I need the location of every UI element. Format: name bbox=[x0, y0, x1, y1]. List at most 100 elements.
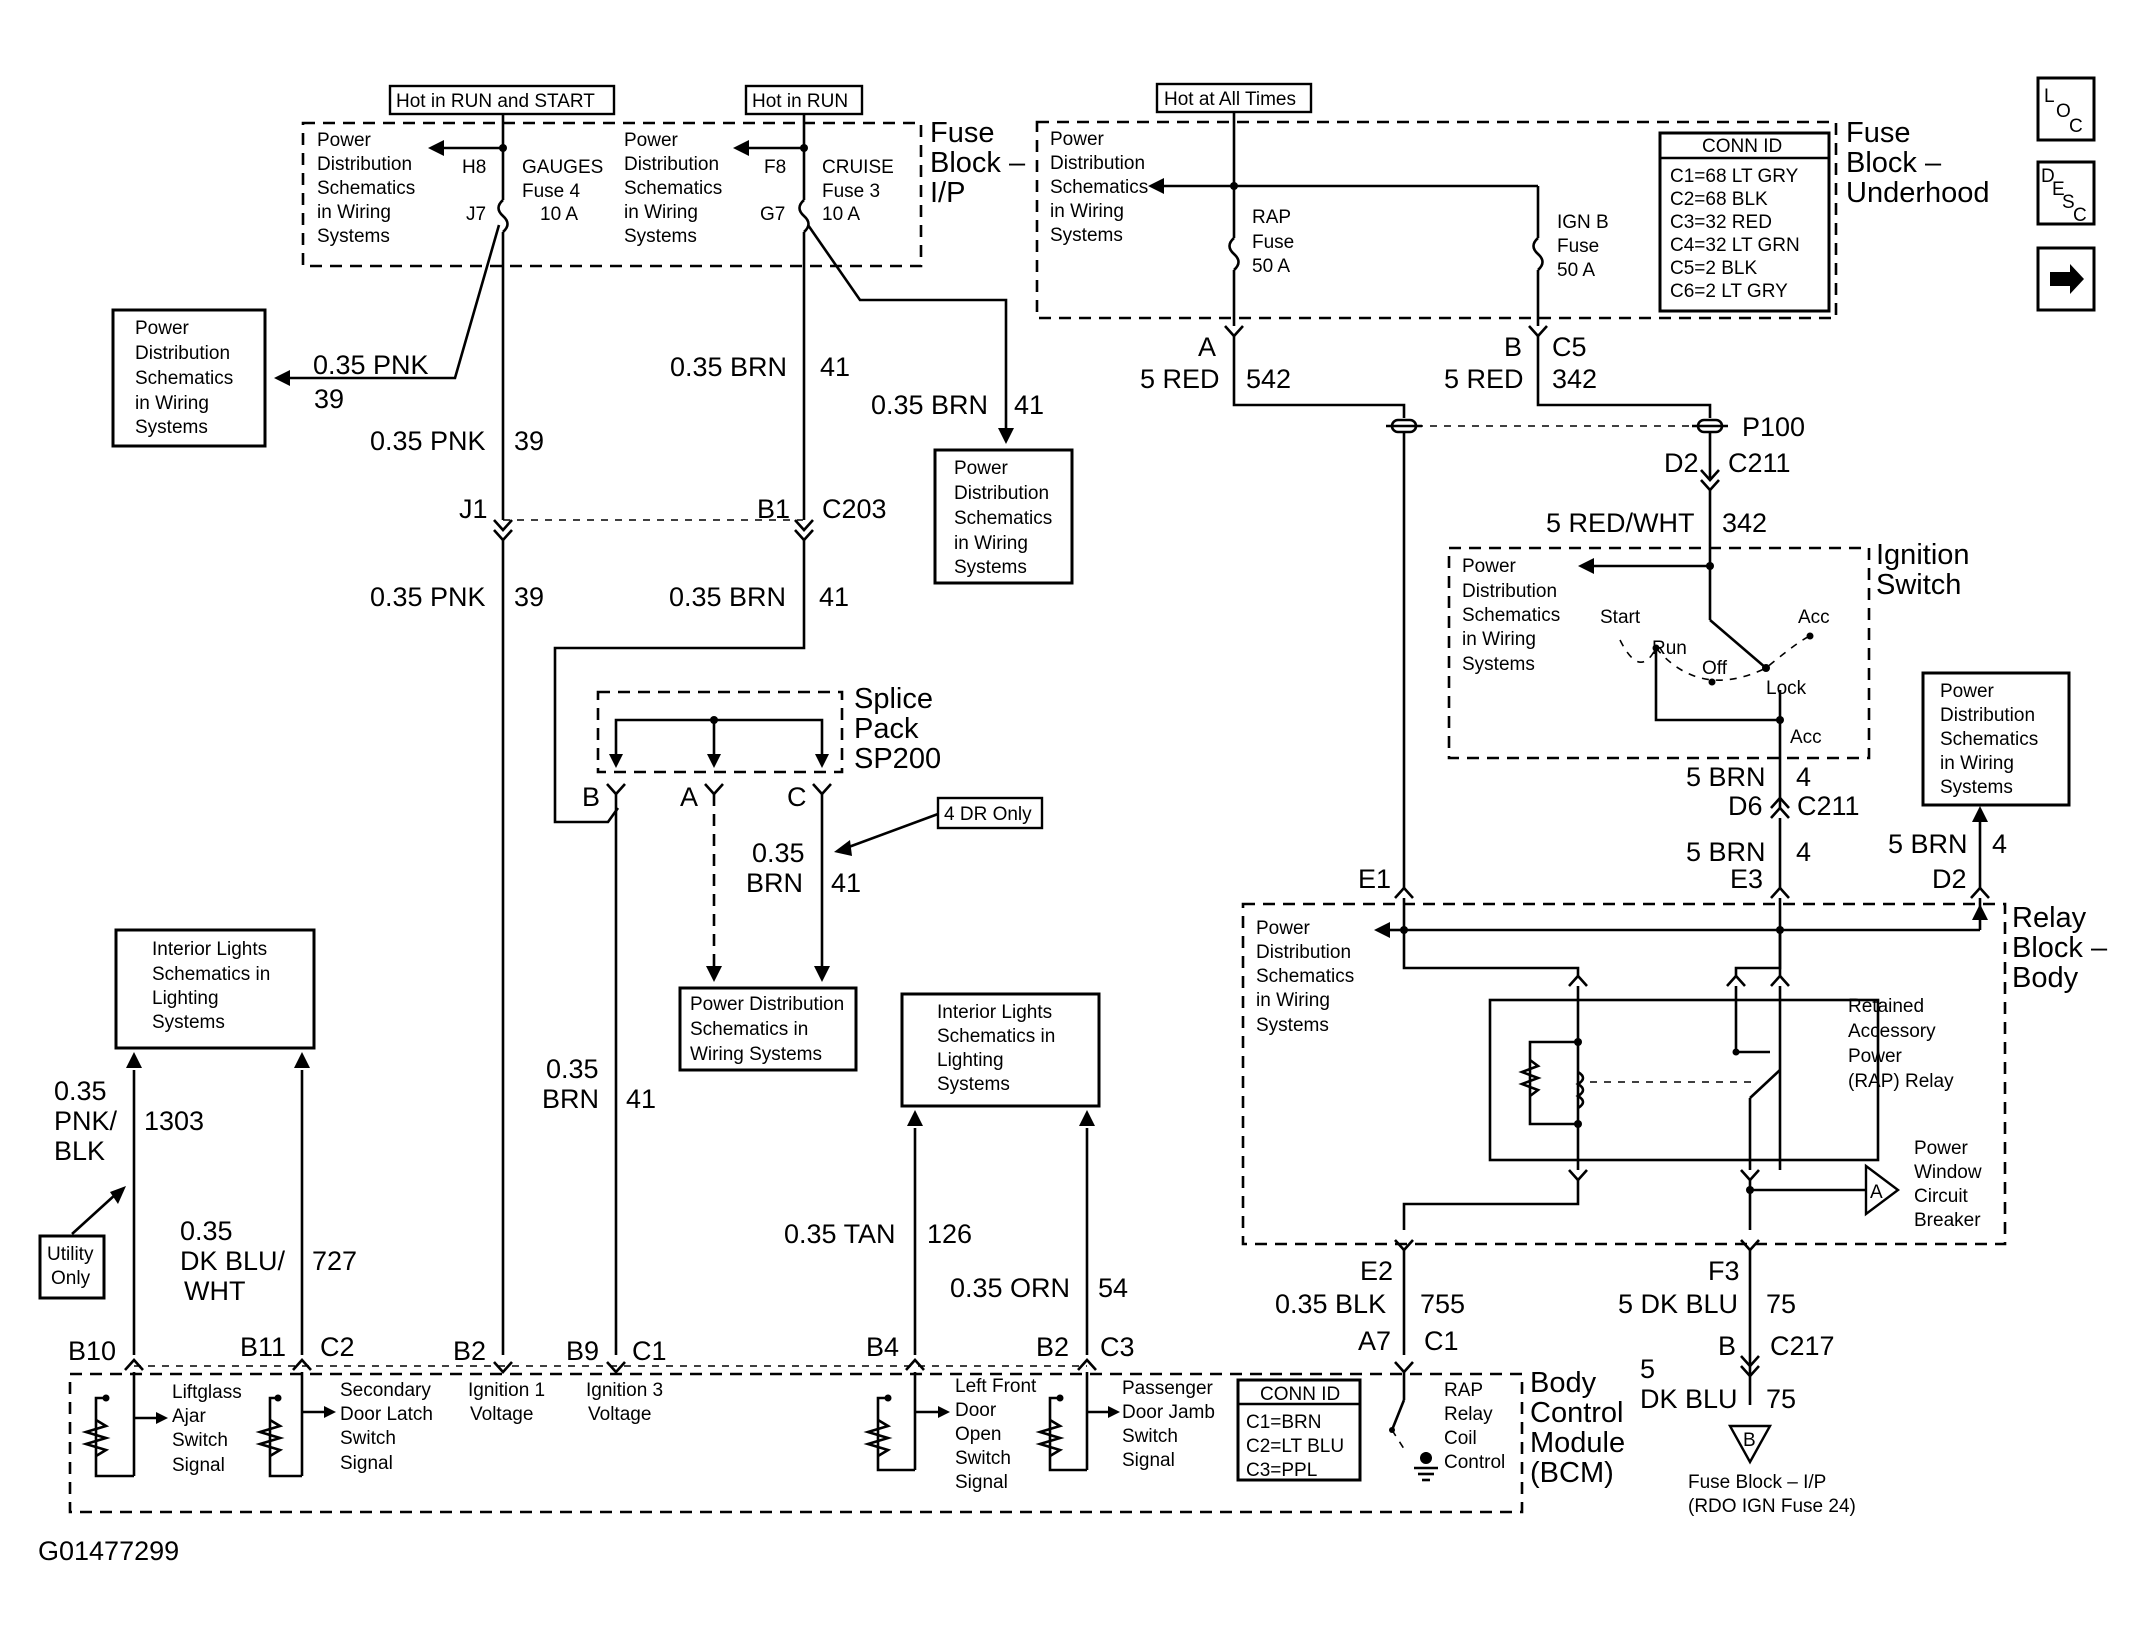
svg-text:F8: F8 bbox=[764, 157, 786, 178]
svg-text:(RAP) Relay: (RAP) Relay bbox=[1848, 1071, 1954, 1092]
svg-text:Run: Run bbox=[1652, 638, 1687, 659]
svg-text:C5=2 BLK: C5=2 BLK bbox=[1670, 258, 1757, 279]
svg-text:54: 54 bbox=[1098, 1273, 1128, 1303]
svg-text:Voltage: Voltage bbox=[470, 1404, 533, 1425]
svg-text:DK BLU/: DK BLU/ bbox=[180, 1246, 286, 1276]
gauges-fuse: H8 J7 GAUGES Fuse 4 10 A bbox=[428, 114, 603, 520]
svg-text:Acc: Acc bbox=[1790, 727, 1822, 748]
svg-text:Distribution: Distribution bbox=[1050, 153, 1145, 174]
svg-text:Underhood: Underhood bbox=[1846, 177, 1990, 209]
svg-text:Power: Power bbox=[624, 130, 679, 151]
ignition-switch: Ignition Switch Power Distribution Schem… bbox=[1447, 539, 1970, 810]
svg-text:D6: D6 bbox=[1728, 791, 1763, 821]
svg-text:C2=68 BLK: C2=68 BLK bbox=[1670, 189, 1768, 210]
svg-text:CRUISE: CRUISE bbox=[822, 157, 894, 178]
svg-text:WHT: WHT bbox=[184, 1276, 245, 1306]
interior-lights-ref-middle: Interior Lights Schematics in Lighting S… bbox=[900, 992, 1101, 1108]
svg-text:B: B bbox=[1743, 1430, 1756, 1451]
svg-text:Circuit: Circuit bbox=[1914, 1186, 1969, 1207]
svg-text:in Wiring: in Wiring bbox=[1256, 990, 1330, 1011]
svg-text:Ajar: Ajar bbox=[172, 1406, 206, 1427]
svg-text:RAP: RAP bbox=[1252, 207, 1291, 228]
svg-text:P100: P100 bbox=[1742, 412, 1805, 442]
svg-text:in Wiring: in Wiring bbox=[135, 393, 209, 414]
svg-text:Hot in RUN: Hot in RUN bbox=[752, 91, 848, 112]
svg-text:F3: F3 bbox=[1708, 1256, 1740, 1286]
svg-text:0.35 BRN: 0.35 BRN bbox=[670, 352, 787, 382]
svg-text:41: 41 bbox=[1014, 390, 1044, 420]
svg-text:CONN ID: CONN ID bbox=[1702, 136, 1782, 157]
desc-letter-d: D bbox=[2041, 166, 2055, 187]
svg-text:Distribution: Distribution bbox=[1940, 705, 2035, 726]
svg-text:C3=32 RED: C3=32 RED bbox=[1670, 212, 1772, 233]
bcm-connector-marks bbox=[124, 1358, 1414, 1374]
svg-text:C: C bbox=[787, 782, 807, 812]
svg-text:(RDO IGN Fuse 24): (RDO IGN Fuse 24) bbox=[1688, 1496, 1856, 1517]
svg-text:Systems: Systems bbox=[937, 1074, 1010, 1095]
splice-pack-sp200: Splice Pack SP200 B A C bbox=[582, 683, 941, 812]
svg-text:4: 4 bbox=[1796, 762, 1811, 792]
svg-text:PNK/: PNK/ bbox=[54, 1106, 118, 1136]
svg-text:Switch: Switch bbox=[955, 1448, 1011, 1469]
svg-text:Fuse: Fuse bbox=[1846, 117, 1910, 149]
svg-text:5: 5 bbox=[1640, 1354, 1655, 1384]
svg-text:Ignition 1: Ignition 1 bbox=[468, 1380, 545, 1401]
svg-text:Distribution: Distribution bbox=[954, 483, 1049, 504]
svg-text:50 A: 50 A bbox=[1252, 256, 1290, 277]
svg-text:1303: 1303 bbox=[144, 1106, 204, 1136]
svg-text:B2: B2 bbox=[453, 1336, 486, 1366]
svg-text:Window: Window bbox=[1914, 1162, 1982, 1183]
loc-button[interactable]: L O C bbox=[2036, 76, 2096, 142]
svg-text:Liftglass: Liftglass bbox=[172, 1382, 242, 1403]
svg-text:Signal: Signal bbox=[340, 1453, 393, 1474]
svg-text:39: 39 bbox=[514, 426, 544, 456]
svg-text:C211: C211 bbox=[1728, 448, 1791, 478]
svg-text:Retained: Retained bbox=[1848, 996, 1924, 1017]
svg-text:Interior Lights: Interior Lights bbox=[152, 939, 267, 960]
svg-text:Power: Power bbox=[1940, 681, 1995, 702]
svg-text:in Wiring: in Wiring bbox=[1940, 753, 2014, 774]
svg-text:A: A bbox=[1198, 332, 1216, 362]
svg-text:39: 39 bbox=[314, 384, 344, 414]
svg-text:Schematics: Schematics bbox=[1462, 605, 1560, 626]
right-arrow-icon bbox=[2050, 264, 2084, 294]
svg-text:SP200: SP200 bbox=[854, 743, 941, 775]
svg-text:Module: Module bbox=[1530, 1427, 1625, 1459]
next-button[interactable] bbox=[2036, 246, 2096, 312]
svg-text:Lock: Lock bbox=[1766, 678, 1807, 699]
desc-button[interactable]: D E S C bbox=[2036, 160, 2096, 226]
svg-text:Distribution: Distribution bbox=[1256, 942, 1351, 963]
svg-text:Schematics: Schematics bbox=[1050, 177, 1148, 198]
svg-text:Door Latch: Door Latch bbox=[340, 1404, 433, 1425]
svg-text:Start: Start bbox=[1600, 607, 1641, 628]
svg-text:5 BRN: 5 BRN bbox=[1686, 837, 1766, 867]
brn-branch-right: Power Distribution Schematics in Wiring … bbox=[871, 390, 1074, 585]
svg-text:E3: E3 bbox=[1730, 864, 1763, 894]
svg-text:Power: Power bbox=[1256, 918, 1311, 939]
svg-text:in Wiring: in Wiring bbox=[1050, 201, 1124, 222]
svg-text:(BCM): (BCM) bbox=[1530, 1457, 1614, 1489]
svg-text:Control: Control bbox=[1444, 1452, 1505, 1473]
svg-text:Signal: Signal bbox=[955, 1472, 1008, 1493]
svg-text:Relay: Relay bbox=[1444, 1404, 1493, 1425]
svg-text:75: 75 bbox=[1766, 1384, 1796, 1414]
utility-only-label: Utility Only bbox=[38, 1186, 126, 1300]
svg-text:Systems: Systems bbox=[1462, 654, 1535, 675]
svg-text:Schematics in: Schematics in bbox=[690, 1019, 808, 1040]
svg-text:Only: Only bbox=[51, 1268, 91, 1289]
svg-text:0.35: 0.35 bbox=[546, 1054, 599, 1084]
svg-text:4: 4 bbox=[1992, 829, 2007, 859]
svg-text:A7: A7 bbox=[1358, 1326, 1391, 1356]
svg-text:Signal: Signal bbox=[172, 1455, 225, 1476]
svg-text:C3: C3 bbox=[1100, 1332, 1135, 1362]
svg-text:B4: B4 bbox=[866, 1332, 899, 1362]
svg-text:75: 75 bbox=[1766, 1289, 1796, 1319]
svg-text:J7: J7 bbox=[466, 204, 486, 225]
svg-text:C1: C1 bbox=[1424, 1326, 1459, 1356]
svg-text:BLK: BLK bbox=[54, 1136, 105, 1166]
svg-text:Systems: Systems bbox=[1940, 777, 2013, 798]
svg-text:Power: Power bbox=[1914, 1138, 1969, 1159]
svg-text:5 RED/WHT: 5 RED/WHT bbox=[1546, 508, 1695, 538]
pds-ref-lower: Power Distribution Schematics in Wiring … bbox=[678, 986, 858, 1072]
svg-text:0.35 BRN: 0.35 BRN bbox=[871, 390, 988, 420]
